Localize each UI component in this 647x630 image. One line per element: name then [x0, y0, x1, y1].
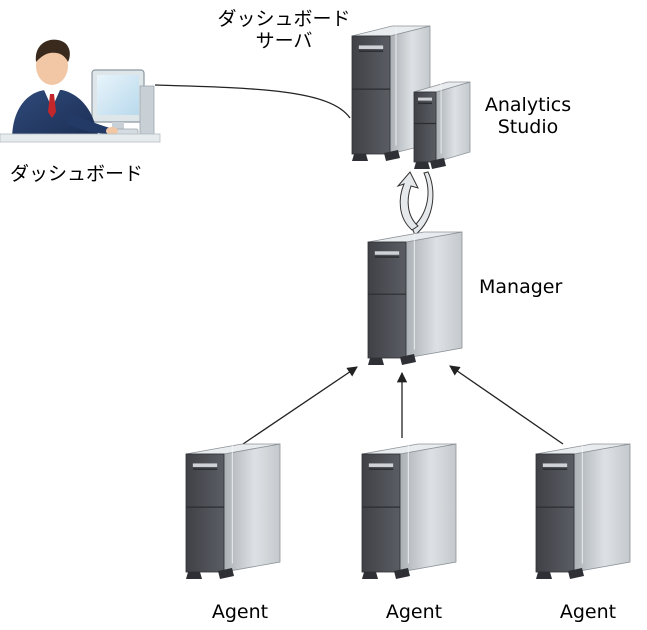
analytics-studio-label-line2: Studio [497, 116, 559, 138]
dashboard-connection-line [154, 84, 351, 119]
analytics-studio-label-line1: Analytics [484, 94, 572, 116]
agent-server-center-icon [361, 443, 457, 579]
dashboard-label: ダッシュボード [10, 163, 144, 185]
dashboard-server-label-line2: サーバ [255, 30, 313, 52]
analytics-studio-server-icon [413, 81, 471, 169]
agent-label-right: Agent [559, 601, 617, 623]
agent-label-left: Agent [211, 601, 269, 623]
agent-server-right-icon [535, 443, 631, 579]
analytics-studio-label: Analytics Studio [476, 94, 580, 138]
sync-arrow-icon [396, 171, 434, 236]
agent-label-center: Agent [385, 601, 443, 623]
agent-server-left-icon [185, 443, 281, 579]
dashboard-user-icon [0, 39, 161, 143]
manager-label: Manager [479, 276, 563, 298]
arrow-agent-right-to-manager [449, 365, 564, 445]
arrow-agent-left-to-manager [242, 366, 358, 445]
manager-server-icon [367, 231, 463, 365]
dashboard-server-icon [351, 25, 431, 161]
dashboard-server-label: ダッシュボード サーバ [216, 8, 352, 52]
dashboard-server-label-line1: ダッシュボード [217, 8, 351, 30]
